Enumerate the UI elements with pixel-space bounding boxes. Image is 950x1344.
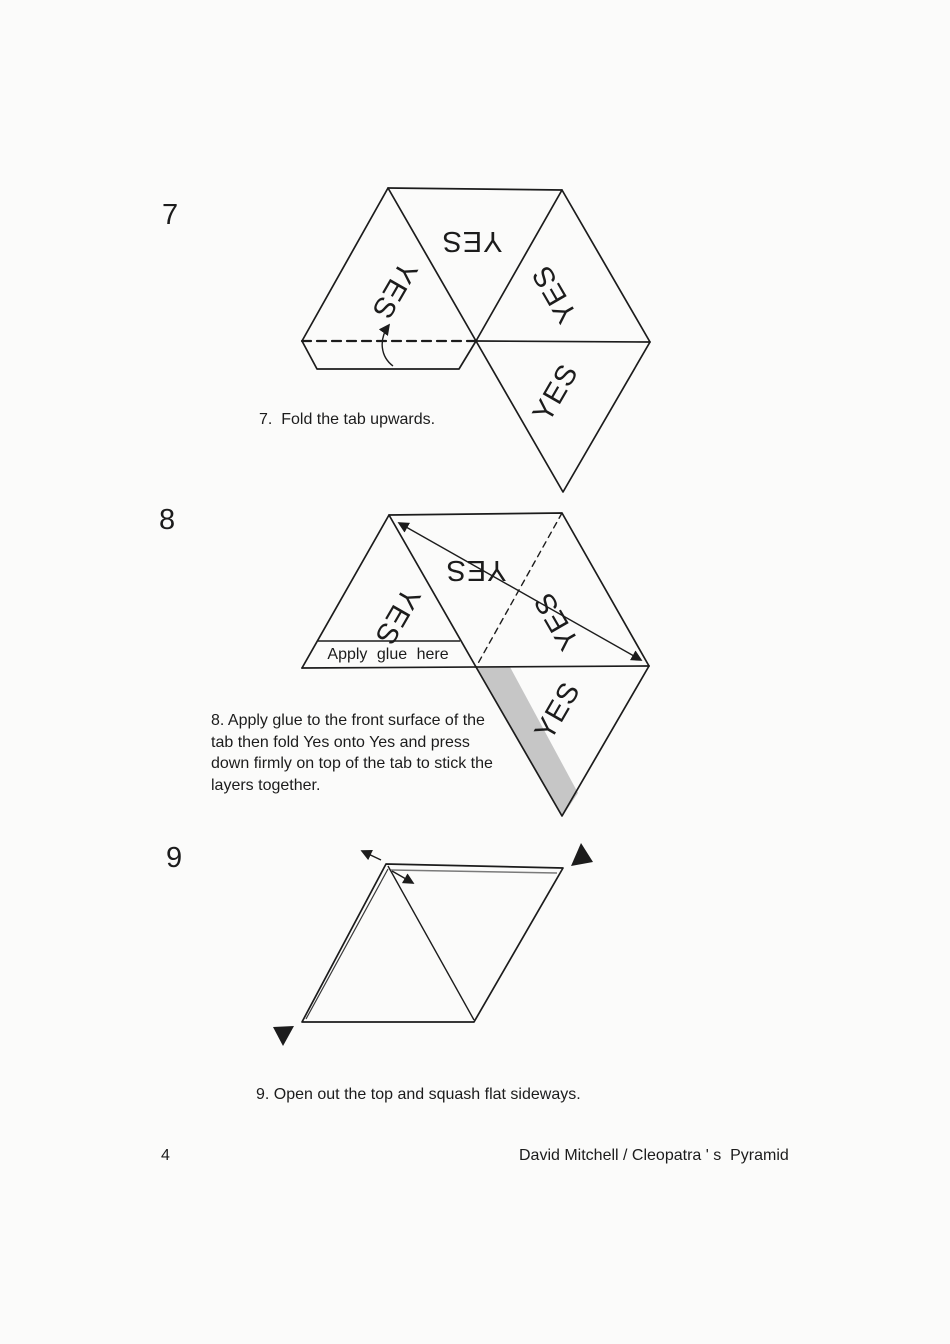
- footer-credit: David Mitchell / Cleopatra ' s Pyramid: [519, 1147, 789, 1164]
- step7-caption: 7. Fold the tab upwards.: [259, 411, 436, 428]
- step9-left-layer-line: [305, 868, 389, 1020]
- step9-open-arrow-downright: [391, 870, 415, 884]
- step9-caption: 9. Open out the top and squash flat side…: [256, 1086, 581, 1103]
- step9-squash-arrow-topright: [571, 843, 593, 866]
- step7-tab-outline: [301, 340, 477, 370]
- step9-inner-diagonal: [387, 865, 475, 1021]
- step7-bottom-triangle: [475, 340, 651, 493]
- step9-rhombus-outline: [301, 863, 564, 1023]
- footer-page-number: 4: [161, 1147, 170, 1164]
- step8-caption: 8. Apply glue to the front surface of th…: [211, 712, 493, 794]
- step9-squash-arrow-bottomleft: [273, 1026, 294, 1046]
- step8-glue-stripe: [476, 667, 578, 817]
- step7-yes-top: YES: [441, 225, 503, 257]
- step7-figure: [300, 187, 651, 493]
- step7-number: 7: [162, 199, 179, 231]
- step9-top-layer-line: [390, 869, 558, 874]
- step8-yes-top: YES: [445, 554, 507, 586]
- step9-figure: [273, 843, 593, 1046]
- step8-fold-double-arrow: [397, 522, 643, 661]
- step7-fold-arrow: [378, 323, 394, 367]
- apply-glue-here-label: Apply glue here: [327, 646, 449, 663]
- step9-number: 9: [166, 842, 183, 874]
- step8-figure: [301, 512, 650, 817]
- step8-number: 8: [159, 504, 176, 536]
- step9-open-arrow-upleft: [360, 850, 382, 861]
- step8-bottom-triangle: [475, 665, 650, 817]
